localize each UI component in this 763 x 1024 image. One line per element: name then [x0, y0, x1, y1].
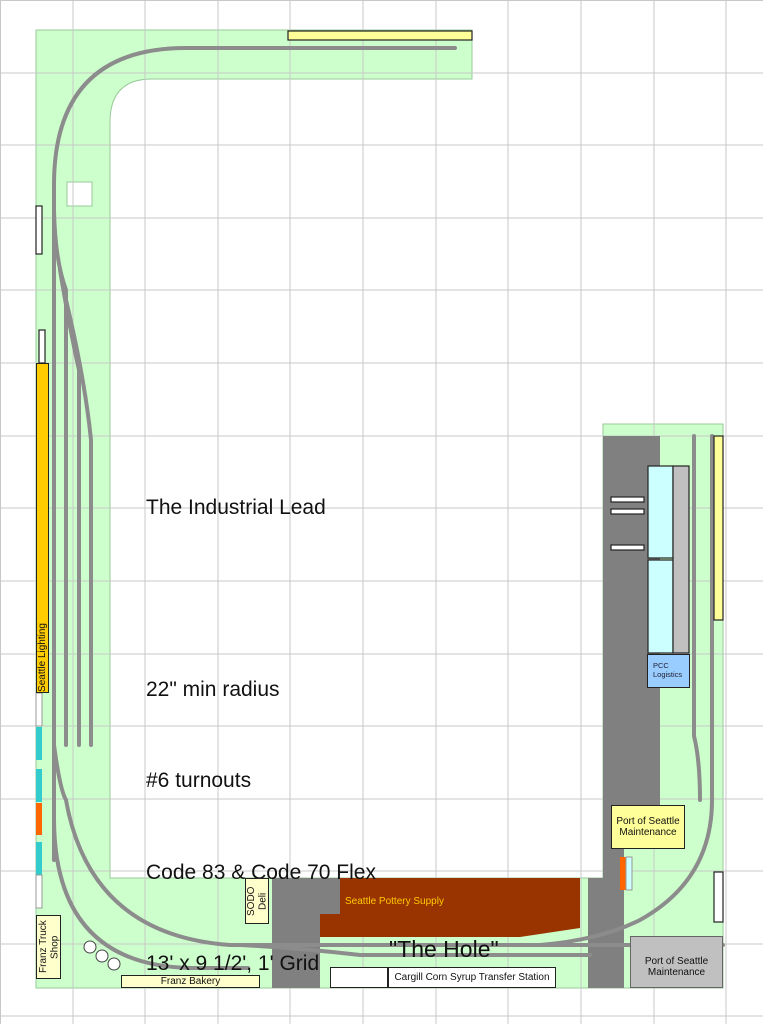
- pcc-logistics-label: PCC Logistics: [653, 661, 683, 679]
- spec-size: 13' x 9 1/2', 1' Grid: [146, 952, 320, 975]
- left-car-teal-2: [36, 769, 42, 802]
- spec-rail: Code 83 & Code 70 Flex: [146, 860, 376, 884]
- parking-3: [610, 544, 645, 551]
- access-notch: [66, 181, 93, 207]
- sodo-deli-label: SODO Deli: [246, 886, 269, 916]
- seattle-pottery-supply-building: [320, 878, 580, 937]
- franz-truck-shop-building: Franz Truck Shop: [36, 915, 61, 979]
- port-of-seattle-maintenance-lower: Port of Seattle Maintenance: [630, 936, 723, 988]
- spec-radius: 22" min radius: [146, 678, 280, 702]
- right-yellow-structure: [713, 435, 724, 621]
- port-maint-upper-label: Port of Seattle Maintenance: [616, 815, 680, 839]
- cyan-building-top: [647, 465, 674, 559]
- parking-2: [610, 508, 645, 515]
- gray-platform: [672, 465, 690, 654]
- franz-bakery-building: Franz Bakery: [121, 975, 260, 988]
- left-white-car-2: [38, 329, 46, 364]
- cyan-building-bottom: [647, 559, 674, 654]
- port-car-orange: [620, 857, 626, 890]
- storage-tanks: [83, 940, 121, 971]
- seattle-pottery-supply-label: Seattle Pottery Supply: [345, 896, 444, 907]
- port-of-seattle-maintenance-upper: Port of Seattle Maintenance: [611, 805, 685, 849]
- the-hole-label: "The Hole": [389, 936, 499, 962]
- top-yellow-structure: [287, 30, 473, 41]
- left-car-teal-1: [36, 727, 42, 760]
- franz-bakery-label: Franz Bakery: [160, 975, 221, 987]
- port-car-cyan: [625, 856, 633, 891]
- layout-title: The Industrial Lead: [146, 495, 326, 519]
- layout-info-block: The Industrial Lead 22" min radius #6 tu…: [146, 432, 376, 1010]
- seattle-lighting-building: Seattle Lighting: [36, 363, 49, 693]
- spec-turnouts: #6 turnouts: [146, 769, 252, 793]
- tracks: [52, 46, 725, 970]
- right-white-car: [713, 871, 724, 923]
- port-maint-lower-label: Port of Seattle Maintenance: [644, 955, 709, 979]
- franz-truck-shop-label: Franz Truck Shop: [37, 920, 61, 974]
- roads: [272, 436, 660, 988]
- parking-1: [610, 496, 645, 503]
- cargill-building: Cargill Corn Syrup Transfer Station: [388, 967, 556, 988]
- left-car-white-1: [35, 692, 43, 727]
- left-car-teal-3: [36, 842, 42, 875]
- pcc-logistics-building: PCC Logistics: [647, 654, 690, 688]
- cargill-annex: [330, 967, 388, 988]
- left-car-white-2: [35, 874, 43, 909]
- sodo-deli-building: SODO Deli: [245, 878, 269, 924]
- left-car-orange: [36, 803, 42, 835]
- cargill-label: Cargill Corn Syrup Transfer Station: [394, 971, 550, 983]
- seattle-lighting-label: Seattle Lighting: [36, 623, 48, 692]
- left-white-car-1: [35, 205, 43, 255]
